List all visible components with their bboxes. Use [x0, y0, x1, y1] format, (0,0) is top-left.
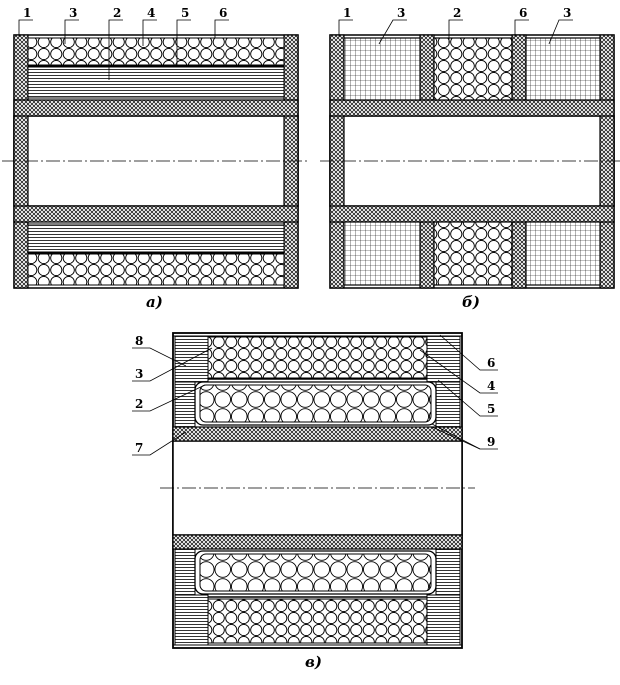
label-a-2: 2 [113, 6, 121, 20]
label-a-5: 5 [181, 6, 189, 20]
label-v-2: 2 [135, 397, 143, 411]
label-v-5: 5 [487, 402, 495, 416]
diagram-b: 1 3 2 6 3 б) [320, 6, 620, 311]
label-v-8: 8 [135, 334, 143, 348]
caption-a: а) [146, 293, 163, 311]
label-b-2: 2 [453, 6, 461, 20]
label-v-3: 3 [135, 367, 143, 381]
label-v-4: 4 [487, 379, 495, 393]
label-a-6: 6 [219, 6, 227, 20]
label-a-1: 1 [23, 6, 31, 20]
caption-b: б) [462, 293, 480, 311]
label-b-3b: 3 [563, 6, 571, 20]
label-a-3: 3 [69, 6, 77, 20]
label-b-6: 6 [519, 6, 527, 20]
diagram-v: 8 3 2 7 6 4 5 9 в) [132, 332, 498, 671]
label-v-9: 9 [487, 435, 495, 449]
label-v-7: 7 [135, 441, 143, 455]
caption-v: в) [305, 653, 322, 671]
label-b-3: 3 [397, 6, 405, 20]
diagram-a: 1 3 2 4 5 6 а) [2, 6, 310, 311]
label-a-4: 4 [147, 6, 155, 20]
label-v-6: 6 [487, 356, 495, 370]
label-b-1: 1 [343, 6, 351, 20]
